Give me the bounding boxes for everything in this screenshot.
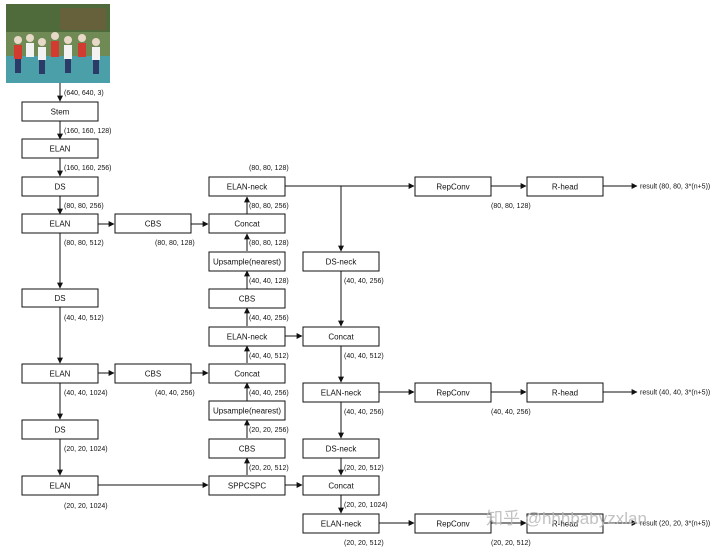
dim-concat4-out: (20, 20, 1024) [344,502,388,509]
elan-neck-label-1: ELAN-neck [227,183,268,192]
concat-box-1 [208,213,286,234]
cbs-label-1: CBS [145,220,161,229]
dim-elan-neck3-out: (40, 40, 256) [344,409,384,416]
elan-neck-box-3 [302,382,380,403]
cbs-box-3 [208,288,286,309]
ds-box-2 [21,288,99,308]
sppcspc-box [208,475,286,496]
dim-elan3-out: (40, 40, 1024) [64,390,108,397]
concat-box-4 [302,475,380,496]
rhead-label-2: R-head [552,389,578,398]
dim-concat3-out: (40, 40, 512) [344,353,384,360]
dim-elan1-out: (160, 160, 256) [64,165,111,172]
concat-label-3: Concat [328,333,354,342]
rhead-box-1 [526,176,604,197]
result-label-1: result (80, 80, 3*(n+5)) [640,184,710,191]
ds-neck-label-1: DS-neck [326,258,358,267]
rhead-label-3: R-head [552,520,578,529]
dim-ds2-out: (40, 40, 512) [64,315,104,322]
dim-cbs1-out: (80, 80, 128) [155,240,195,247]
ds-label-2: DS [54,294,65,303]
dim-elan-neck1-top: (80, 80, 128) [249,165,289,172]
elan-box-1 [21,138,99,159]
dim-elan2-out: (80, 80, 512) [64,240,104,247]
dim-elan-neck2-out: (40, 40, 512) [249,353,289,360]
dim-upsample2-out: (20, 20, 256) [249,427,289,434]
dim-elan-neck4-out: (20, 20, 512) [344,540,384,547]
ds-box-3 [21,419,99,440]
ds-neck-label-2: DS-neck [326,445,358,454]
concat-label-2: Concat [234,370,260,379]
sppcspc-label: SPPCSPC [228,482,266,491]
elan-neck-box-2 [208,326,286,347]
elan-label-4: ELAN [50,482,71,491]
dim-concat1-out: (80, 80, 256) [249,203,289,210]
ds-box-1 [21,176,99,197]
blocks [21,101,604,534]
cbs-box-4 [208,438,286,459]
dim-cbs4-out: (20, 20, 512) [249,465,289,472]
dim-ds-neck2-out: (20, 20, 512) [344,465,384,472]
dim-repconv3-out: (20, 20, 512) [491,540,531,547]
repconv-box-2 [414,382,492,403]
repconv-label-3: RepConv [436,520,469,529]
dim-ds-neck1-out: (40, 40, 256) [344,278,384,285]
dim-cbs2-out: (40, 40, 256) [155,390,195,397]
dim-cbs3-out: (40, 40, 128) [249,278,289,285]
dim-elan-neck2-in: (40, 40, 256) [249,315,289,322]
upsample-box-1 [208,251,286,272]
dim-elan4-out: (20, 20, 1024) [64,503,108,510]
repconv-label-2: RepConv [436,389,469,398]
concat-box-2 [208,363,286,384]
rhead-box-2 [526,382,604,403]
concat-label-1: Concat [234,220,260,229]
elan-neck-label-3: ELAN-neck [321,389,362,398]
elan-label-3: ELAN [50,370,71,379]
upsample-label-2: Upsample(nearest) [213,407,281,416]
concat-box-3 [302,326,380,347]
repconv-box-1 [414,176,492,197]
result-label-3: result (20, 20, 3*(n+5)) [640,521,710,528]
elan-neck-label-4: ELAN-neck [321,520,362,529]
elan-label-2: ELAN [50,220,71,229]
upsample-label-1: Upsample(nearest) [213,258,281,267]
elan-neck-box-4 [302,513,380,534]
ds-label-1: DS [54,183,65,192]
repconv-label-1: RepConv [436,183,469,192]
dim-repconv1-out: (80, 80, 128) [491,203,531,210]
dim-repconv2-out: (40, 40, 256) [491,409,531,416]
cbs-label-3: CBS [239,295,255,304]
connectors [57,83,638,526]
rhead-box-3 [526,513,604,534]
elan-box-2 [21,213,99,234]
elan-neck-box-1 [208,176,286,197]
dim-ds3-out: (20, 20, 1024) [64,446,108,453]
dim-concat2-out: (40, 40, 256) [249,390,289,397]
elan-label-1: ELAN [50,145,71,154]
upsample-box-2 [208,400,286,421]
cbs-box-1 [114,213,192,234]
input-photo [6,4,110,83]
repconv-box-3 [414,513,492,534]
concat-label-4: Concat [328,482,354,491]
stem-box [21,101,99,122]
elan-box-3 [21,363,99,384]
ds-neck-box-2 [302,438,380,459]
ds-label-3: DS [54,426,65,435]
rhead-label-1: R-head [552,183,578,192]
dim-upsample1-out: (80, 80, 128) [249,240,289,247]
cbs-box-2 [114,363,192,384]
watermark: 知乎 @hhhbabyzxlan [486,509,647,528]
dim-stem-out: (160, 160, 128) [64,128,111,135]
elan-box-4 [21,475,99,496]
cbs-label-4: CBS [239,445,255,454]
dim-ds1-out: (80, 80, 256) [64,203,104,210]
ds-neck-box-1 [302,251,380,272]
stem-label: Stem [51,108,70,117]
elan-neck-label-2: ELAN-neck [227,333,268,342]
dim-input: (640, 640, 3) [64,90,104,97]
result-label-2: result (40, 40, 3*(n+5)) [640,390,710,397]
cbs-label-2: CBS [145,370,161,379]
